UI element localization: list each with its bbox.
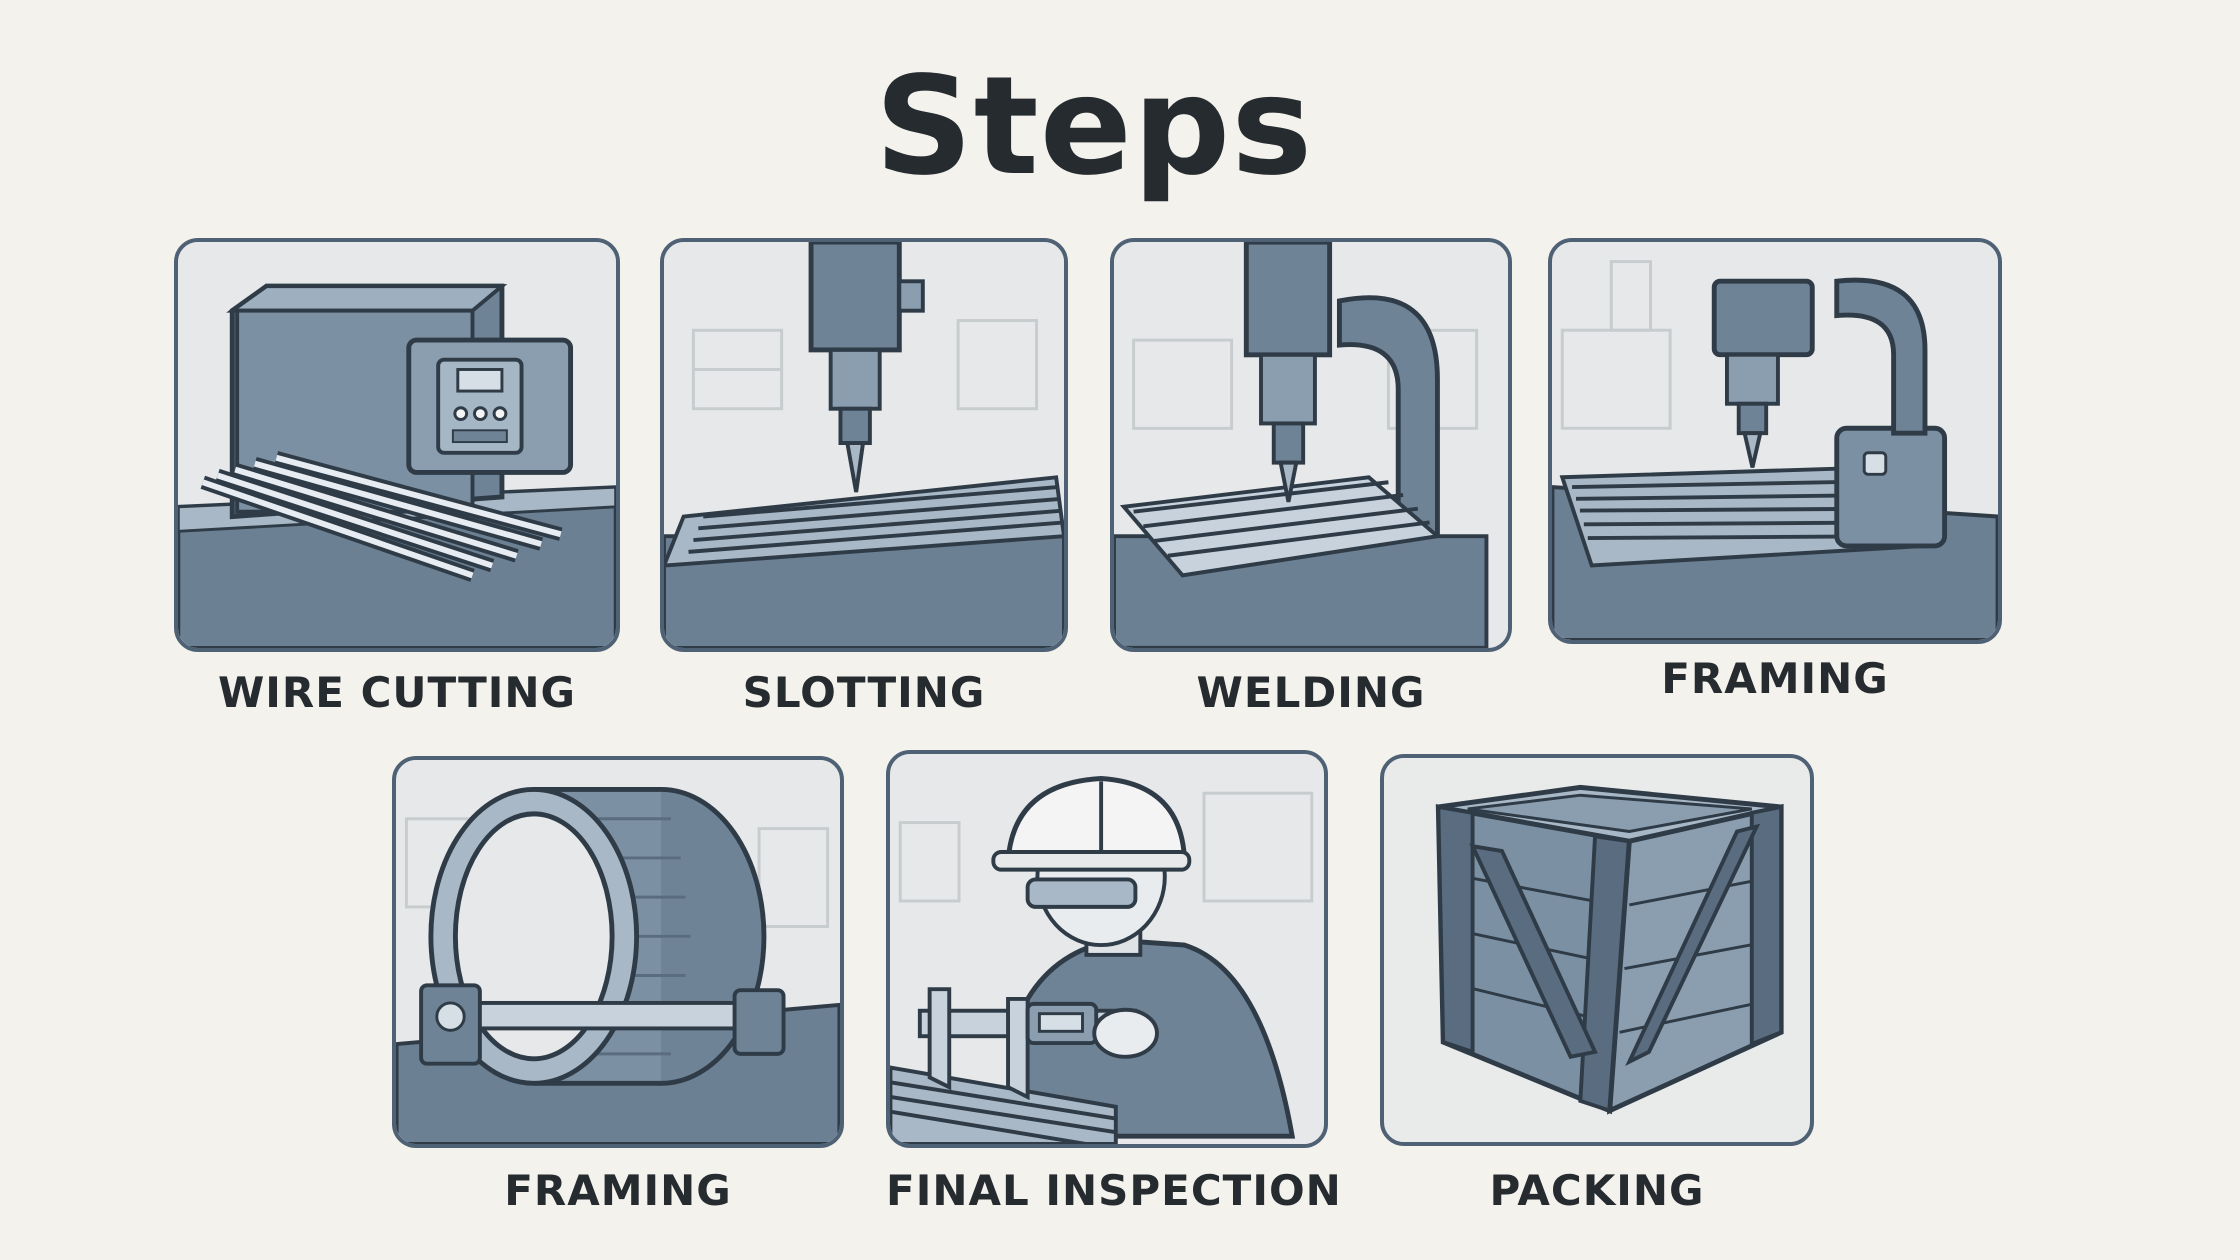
step-card-framing-cylinder [392,756,844,1148]
wooden-crate-icon [1384,758,1810,1142]
step-card-framing-machine [1548,238,2002,644]
step-label-slotting: SLOTTING [742,668,986,717]
screen-cylinder-icon [396,760,840,1144]
step-label-welding: WELDING [1196,668,1426,717]
wire-cutting-machine-icon [178,242,616,648]
page-title: Steps [874,48,1314,206]
step-card-welding [1110,238,1512,652]
inspector-caliper-icon [890,754,1324,1144]
step-card-packing [1380,754,1814,1146]
step-label-final-inspection: FINAL INSPECTION [886,1166,1342,1215]
step-label-framing-machine: FRAMING [1661,654,1889,703]
step-card-wire-cutting [174,238,620,652]
step-label-wire-cutting: WIRE CUTTING [217,668,577,717]
slotting-machine-icon [664,242,1064,648]
framing-machine-icon [1552,242,1998,640]
step-label-framing-cylinder: FRAMING [504,1166,732,1215]
welding-machine-icon [1114,242,1508,648]
step-label-packing: PACKING [1489,1166,1705,1215]
step-card-slotting [660,238,1068,652]
step-card-final-inspection [886,750,1328,1148]
